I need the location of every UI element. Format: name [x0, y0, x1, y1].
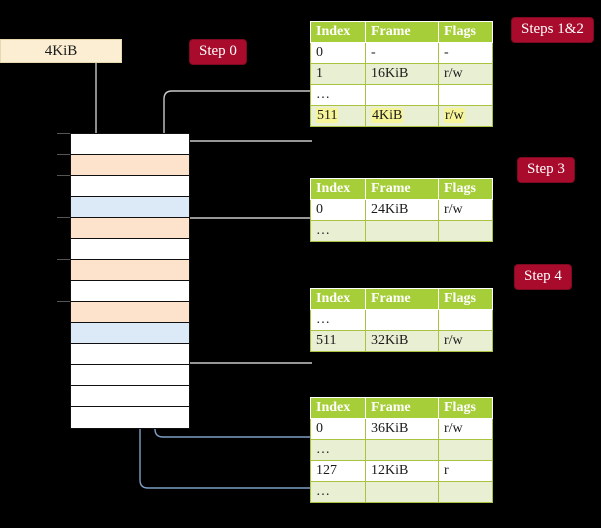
- physical-memory-column: [70, 133, 190, 429]
- memory-row: [71, 344, 189, 365]
- table-row[interactable]: …: [310, 439, 493, 461]
- step-4-text: Step 4: [524, 268, 562, 284]
- cell-flags: [438, 84, 493, 106]
- cell-index: …: [310, 309, 366, 331]
- table-row[interactable]: 0--: [310, 42, 493, 64]
- cell-frame: [365, 84, 439, 106]
- cell-index: …: [310, 84, 366, 106]
- cell-flags: [438, 220, 493, 242]
- cell-index: …: [310, 439, 366, 461]
- memory-row-tick: [57, 133, 70, 134]
- memory-row: [71, 386, 189, 407]
- cell-frame: 24KiB: [365, 199, 439, 221]
- memory-row-tick: [57, 259, 70, 260]
- highlighted-value: r/w: [444, 108, 465, 123]
- cell-index: 511: [310, 105, 366, 127]
- cell-frame: 16KiB: [365, 63, 439, 85]
- memory-row: [71, 302, 189, 323]
- cell-index: …: [310, 481, 366, 503]
- memory-row: [71, 176, 189, 197]
- cell-frame: [365, 481, 439, 503]
- memory-row-tick: [57, 217, 70, 218]
- column-header-flags: Flags: [438, 21, 493, 43]
- cell-index: 0: [310, 418, 366, 440]
- source-frame-label: 4KiB: [44, 43, 78, 59]
- column-header-frame: Frame: [365, 397, 439, 419]
- cell-frame: [365, 309, 439, 331]
- cell-flags: [438, 439, 493, 461]
- cell-flags: r/w: [438, 105, 493, 127]
- cell-flags: r: [438, 460, 493, 482]
- cell-index: 1: [310, 63, 366, 85]
- cell-frame: -: [365, 42, 439, 64]
- column-header-flags: Flags: [438, 397, 493, 419]
- cell-frame: 12KiB: [365, 460, 439, 482]
- table-row[interactable]: …: [310, 220, 493, 242]
- column-header-frame: Frame: [365, 21, 439, 43]
- cell-flags: r/w: [438, 330, 493, 352]
- cell-frame: [365, 220, 439, 242]
- memory-row: [71, 407, 189, 428]
- step-3-text: Step 3: [527, 161, 565, 177]
- memory-row: [71, 365, 189, 386]
- table-row[interactable]: 511 4KiB r/w: [310, 105, 493, 127]
- cell-frame: 32KiB: [365, 330, 439, 352]
- table-row[interactable]: …: [310, 84, 493, 106]
- memory-row-tick: [57, 175, 70, 176]
- step-label-step-4: Step 4: [515, 265, 571, 289]
- cell-flags: [438, 481, 493, 503]
- cell-index: …: [310, 220, 366, 242]
- cell-index: 511: [310, 330, 366, 352]
- cell-frame: 36KiB: [365, 418, 439, 440]
- step-label-step-3: Step 3: [518, 158, 574, 182]
- memory-row: [71, 323, 189, 344]
- memory-row: [71, 218, 189, 239]
- column-header-index: Index: [310, 21, 366, 43]
- highlighted-value: 4KiB: [371, 108, 404, 123]
- memory-row-tick: [57, 154, 70, 155]
- step-label-step-0: Step 0: [190, 40, 246, 64]
- memory-row: [71, 239, 189, 260]
- column-header-frame: Frame: [365, 288, 439, 310]
- memory-row: [71, 260, 189, 281]
- steps-1-2-text: Steps 1&2: [521, 21, 584, 37]
- cell-index: 127: [310, 460, 366, 482]
- cell-flags: r/w: [438, 418, 493, 440]
- cell-index: 0: [310, 42, 366, 64]
- source-frame-box: 4KiB: [0, 39, 122, 63]
- column-header-index: Index: [310, 397, 366, 419]
- column-header-frame: Frame: [365, 178, 439, 200]
- cell-frame: 4KiB: [365, 105, 439, 127]
- cell-flags: r/w: [438, 199, 493, 221]
- step-0-text: Step 0: [199, 43, 237, 59]
- step-label-steps-1-2: Steps 1&2: [512, 18, 593, 42]
- memory-row-tick: [57, 301, 70, 302]
- memory-row: [71, 197, 189, 218]
- cell-frame: [365, 439, 439, 461]
- memory-row: [71, 281, 189, 302]
- column-header-index: Index: [310, 178, 366, 200]
- cell-flags: -: [438, 42, 493, 64]
- cell-index: 0: [310, 199, 366, 221]
- column-header-flags: Flags: [438, 178, 493, 200]
- cell-flags: [438, 309, 493, 331]
- table-row[interactable]: …: [310, 309, 493, 331]
- column-header-flags: Flags: [438, 288, 493, 310]
- table-row[interactable]: …: [310, 481, 493, 503]
- cell-flags: r/w: [438, 63, 493, 85]
- column-header-index: Index: [310, 288, 366, 310]
- memory-row: [71, 134, 189, 155]
- memory-row: [71, 155, 189, 176]
- highlighted-value: 511: [316, 108, 339, 123]
